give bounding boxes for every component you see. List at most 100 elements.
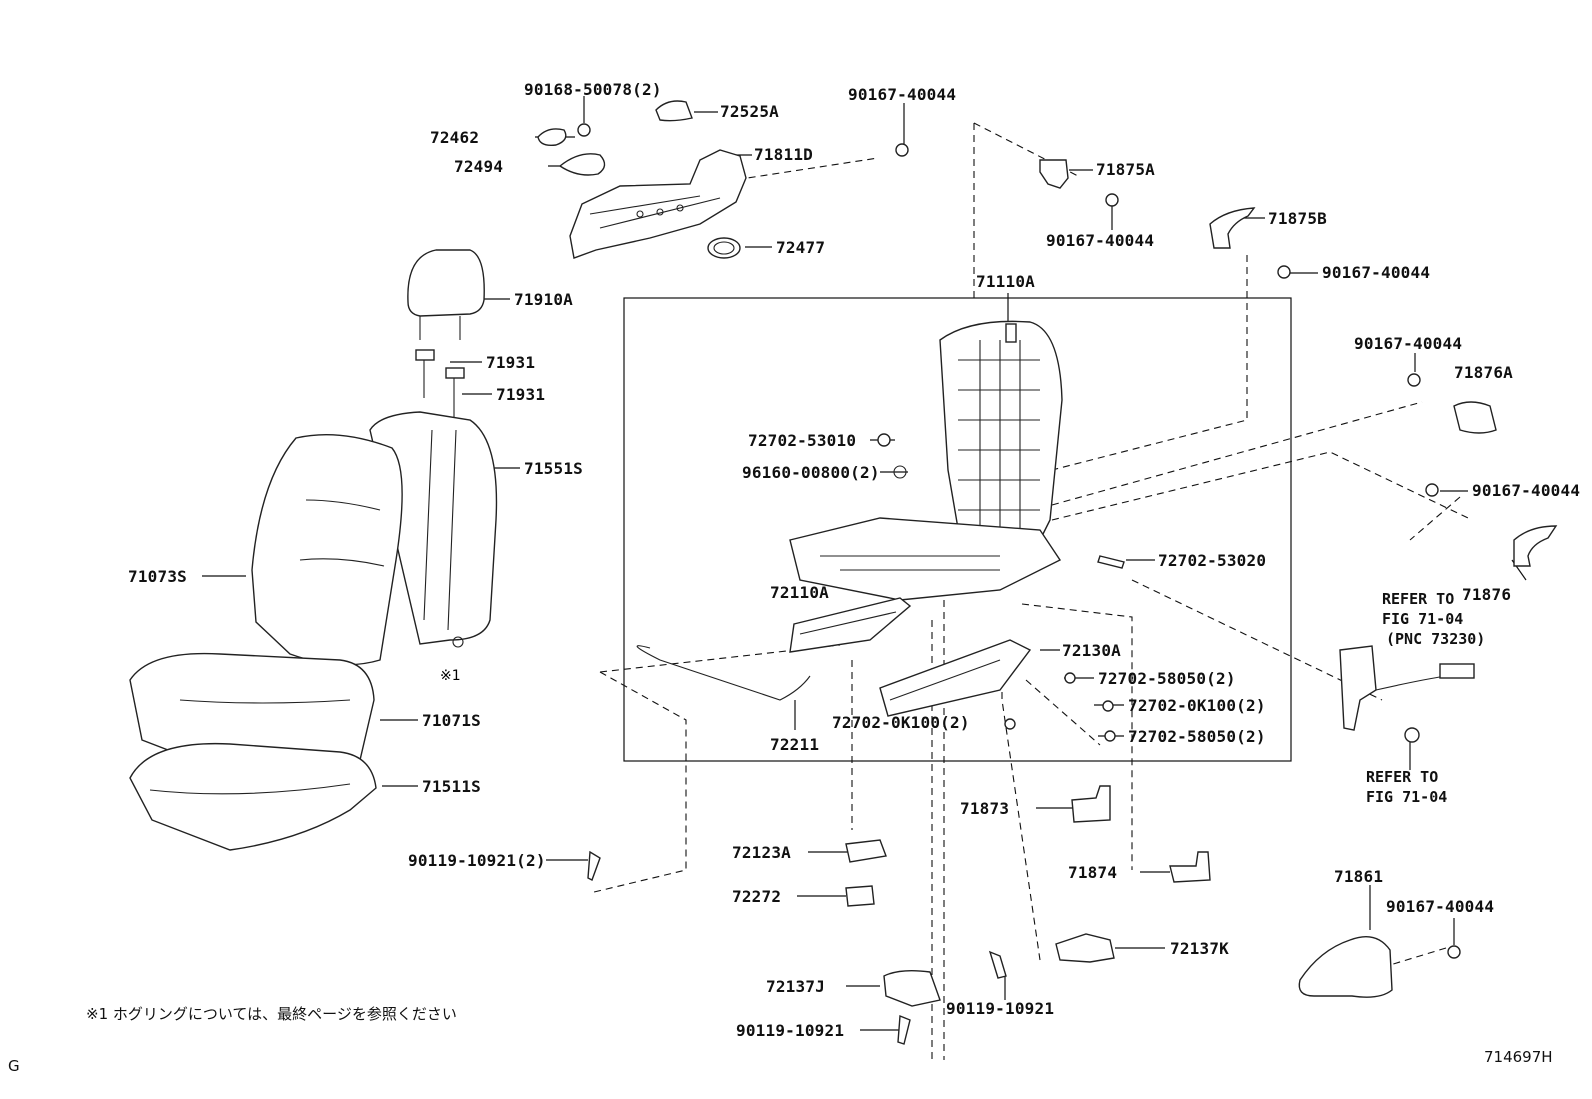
label-71071S: 71071S xyxy=(422,711,481,730)
label-72130A: 72130A xyxy=(1062,641,1121,660)
label-72211: 72211 xyxy=(770,735,819,754)
bolt-71875A xyxy=(1105,193,1119,207)
refer-top-line1: REFER TO xyxy=(1382,590,1454,608)
bolt-71875B xyxy=(1277,265,1291,279)
refer-top-line2: FIG 71-04 xyxy=(1382,610,1463,628)
refer-bottom-line2: FIG 71-04 xyxy=(1366,788,1447,806)
bolt-top xyxy=(895,143,909,157)
bolt-72702-0K100-b xyxy=(1004,718,1016,730)
lever-71876 xyxy=(1513,525,1558,567)
label-71511S: 71511S xyxy=(422,777,481,796)
label-90119-10921: 90119-10921 xyxy=(946,999,1054,1018)
bolt-90119-10921-b xyxy=(897,1014,911,1045)
sheet-letter: G xyxy=(8,1057,20,1075)
label-71110A: 71110A xyxy=(976,272,1035,291)
footnote: ※1 ホグリングについては、最終ページを参照ください xyxy=(86,1005,457,1023)
label-71874: 71874 xyxy=(1068,863,1117,882)
bracket-71873 xyxy=(1071,785,1111,823)
label-71873: 71873 xyxy=(960,799,1009,818)
label-90167-40044: 90167-40044 xyxy=(848,85,956,104)
spring-72477 xyxy=(707,237,741,259)
lever-71875B xyxy=(1209,207,1256,249)
clip-72272 xyxy=(845,885,875,907)
bolt-72702-58050-a xyxy=(1064,672,1076,684)
knob-72462 xyxy=(537,128,567,147)
label-90119-10921: 90119-10921 xyxy=(736,1021,844,1040)
label-71073S: 71073S xyxy=(128,567,187,586)
cover-72525A xyxy=(655,100,693,122)
label-90167-40044: 90167-40044 xyxy=(1472,481,1580,500)
frame-assembly-box xyxy=(623,297,1292,762)
cover-72137J xyxy=(883,969,941,1007)
seatback-pad-71551S xyxy=(369,411,498,645)
clip-90168-50078 xyxy=(577,123,591,137)
label-71876: 71876 xyxy=(1462,585,1511,604)
label-72272: 72272 xyxy=(732,887,781,906)
bolt-72702-53010 xyxy=(877,433,891,447)
wire-72211 xyxy=(636,645,811,701)
refer-top-line3: (PNC 73230) xyxy=(1386,630,1485,648)
seatback-cover-71073S xyxy=(251,434,403,666)
label-71876A: 71876A xyxy=(1454,363,1513,382)
label-71931: 71931 xyxy=(496,385,545,404)
label-72702-53010: 72702-53010 xyxy=(748,431,856,450)
hog-ring-mark xyxy=(452,636,464,648)
label-72525A: 72525A xyxy=(720,102,779,121)
label-72137K: 72137K xyxy=(1170,939,1229,958)
label-90167-40044: 90167-40044 xyxy=(1046,231,1154,250)
label-72110A: 72110A xyxy=(770,583,829,602)
recliner-cover-71811D xyxy=(569,149,747,259)
label-72702-0K100: 72702-0K100(2) xyxy=(832,713,970,732)
label-72137J: 72137J xyxy=(766,977,825,996)
bolt-90119-10921-c xyxy=(988,950,1007,979)
bolt-71876A xyxy=(1407,373,1421,387)
label-72702-58050: 72702-58050(2) xyxy=(1128,727,1266,746)
label-90167-40044: 90167-40044 xyxy=(1322,263,1430,282)
label-71811D: 71811D xyxy=(754,145,813,164)
refer-bottom-line1: REFER TO xyxy=(1366,768,1438,786)
label-71931: 71931 xyxy=(486,353,535,372)
label-71910A: 71910A xyxy=(514,290,573,309)
bolt-71861 xyxy=(1447,945,1461,959)
seatbelt-buckle xyxy=(1339,645,1475,731)
label-72494: 72494 xyxy=(454,157,503,176)
label-72462: 72462 xyxy=(430,128,479,147)
bolt-72702-53020 xyxy=(1097,555,1125,569)
label-71861: 71861 xyxy=(1334,867,1383,886)
bolt-90119-10921-a xyxy=(587,850,601,881)
label-72702-53020: 72702-53020 xyxy=(1158,551,1266,570)
hog-ring-note-mark: ※1 xyxy=(440,668,461,684)
label-96160-00800: 96160-00800(2) xyxy=(742,463,880,482)
clip-72123A xyxy=(845,839,887,863)
label-71875A: 71875A xyxy=(1096,160,1155,179)
seat-frame-71110A xyxy=(789,320,1063,601)
rail-72130A xyxy=(879,639,1032,717)
bolt-72702-58050-b xyxy=(1104,730,1116,742)
label-71875B: 71875B xyxy=(1268,209,1327,228)
knob-71861 xyxy=(1298,936,1393,998)
label-72702-58050: 72702-58050(2) xyxy=(1098,669,1236,688)
bolt-buckle xyxy=(1404,727,1420,743)
label-90167-40044: 90167-40044 xyxy=(1354,334,1462,353)
bolt-72702-0K100-a xyxy=(1102,700,1114,712)
cover-72137K xyxy=(1055,933,1115,963)
guides-71931 xyxy=(415,349,465,418)
lever-72494 xyxy=(558,153,606,176)
label-90167-40044: 90167-40044 xyxy=(1386,897,1494,916)
label-90119-10921: 90119-10921(2) xyxy=(408,851,546,870)
label-72477: 72477 xyxy=(776,238,825,257)
part-labels: 90168-50078(2) 72525A 90167-40044 72462 … xyxy=(128,80,1580,1040)
headrest-71910A xyxy=(407,249,485,340)
bolt-71876 xyxy=(1425,483,1439,497)
bracket-71874 xyxy=(1169,851,1211,883)
diagram-id: 714697H xyxy=(1484,1048,1553,1066)
rail-72110A xyxy=(789,597,912,653)
label-71551S: 71551S xyxy=(524,459,583,478)
label-72123A: 72123A xyxy=(732,843,791,862)
cover-71876A xyxy=(1453,401,1497,434)
clip-96160-00800 xyxy=(893,465,907,479)
bracket-71875A xyxy=(1039,159,1069,189)
label-72702-0K100: 72702-0K100(2) xyxy=(1128,696,1266,715)
cushion-pad-71511S xyxy=(129,742,377,851)
